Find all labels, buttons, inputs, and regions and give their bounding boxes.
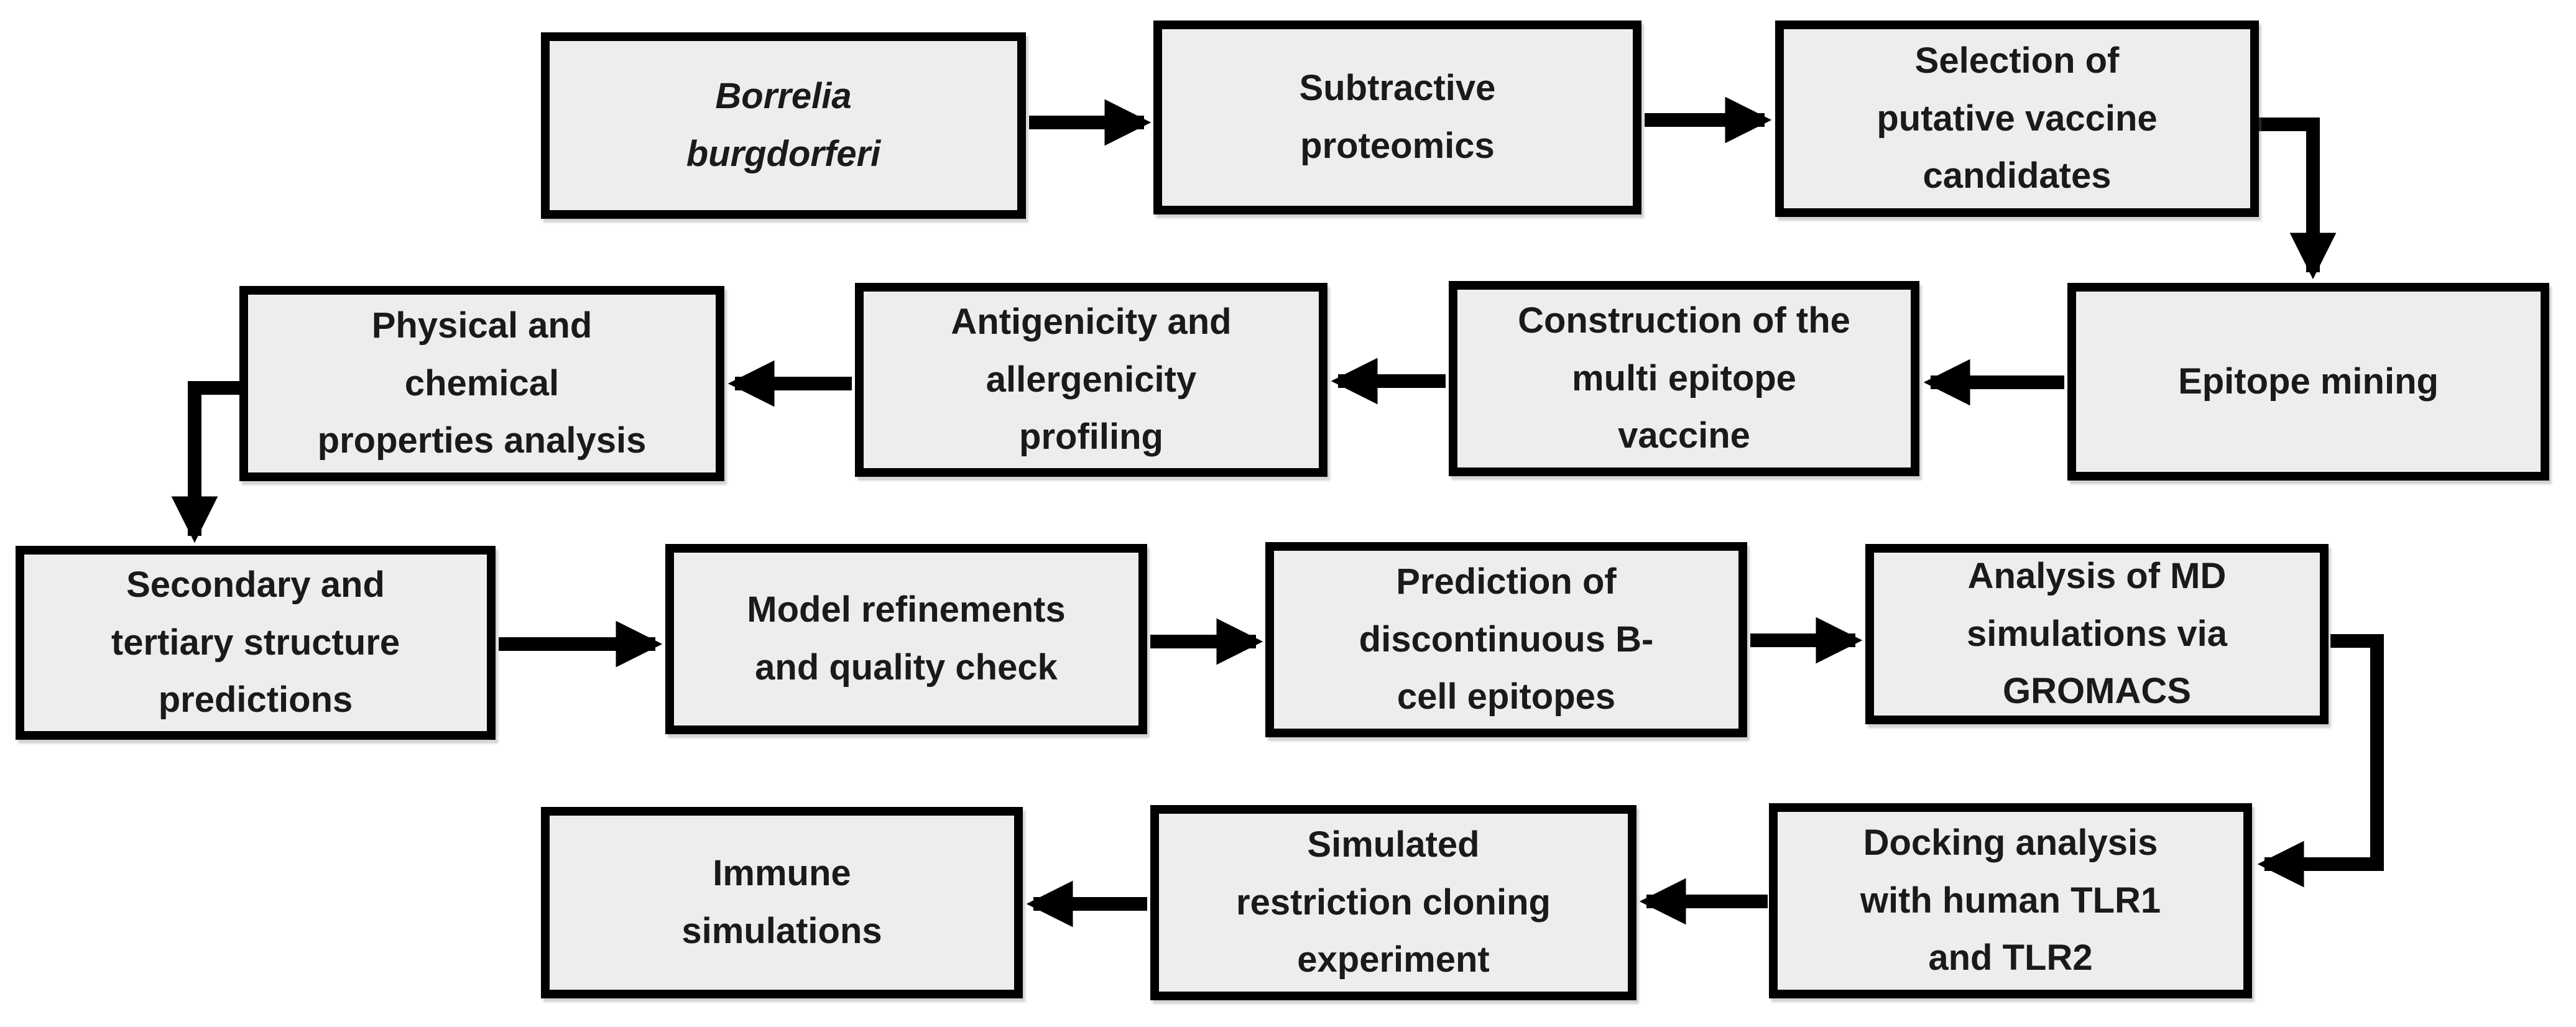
flow-node-label: Immune simulations [681, 853, 882, 951]
arrow-selection-to-epitope-mining [2257, 117, 2337, 280]
flow-node-label: Secondary and tertiary structure predict… [111, 564, 400, 721]
flow-node-subtractive-proteomics: Subtractive proteomics [1153, 21, 1641, 214]
flow-node-selection-of-candidates: Selection of putative vaccine candidates [1775, 21, 2259, 217]
flow-node-model-refinements: Model refinements and quality check [665, 544, 1147, 734]
flow-node-label: Physical and chemical properties analysi… [317, 305, 647, 461]
flow-node-antigenicity-allergenicity: Antigenicity and allergenicity profiling [855, 283, 1327, 477]
flow-node-epitope-mining: Epitope mining [2067, 283, 2549, 481]
flow-node-immune-simulations: Immune simulations [541, 807, 1023, 998]
flow-node-label: Antigenicity and allergenicity profiling [951, 301, 1232, 458]
flow-node-label: Model refinements and quality check [747, 589, 1066, 688]
flow-node-physical-chemical: Physical and chemical properties analysi… [239, 286, 724, 481]
flow-node-secondary-tertiary: Secondary and tertiary structure predict… [16, 546, 496, 740]
flow-node-simulated-cloning: Simulated restriction cloning experiment [1150, 805, 1637, 1000]
flow-node-label: Construction of the multi epitope vaccin… [1518, 300, 1850, 456]
flow-node-label: Borrelia burgdorferi [686, 76, 881, 174]
arrow-physical-to-secondary [171, 381, 244, 543]
flow-node-label: Analysis of MD simulations via GROMACS [1966, 555, 2228, 712]
flow-node-label: Prediction of discontinuous B- cell epit… [1359, 561, 1654, 717]
flow-node-docking-tlr: Docking analysis with human TLR1 and TLR… [1769, 803, 2252, 998]
flow-node-borrelia-burgdorferi: Borrelia burgdorferi [541, 32, 1026, 219]
flow-node-label: Selection of putative vaccine candidates [1877, 40, 2158, 196]
flow-node-md-gromacs: Analysis of MD simulations via GROMACS [1865, 544, 2329, 724]
flow-node-label: Docking analysis with human TLR1 and TLR… [1860, 822, 2161, 979]
flow-node-construction-of-vaccine: Construction of the multi epitope vaccin… [1449, 281, 1919, 476]
flow-node-label: Subtractive proteomics [1299, 68, 1496, 166]
flow-node-label: Simulated restriction cloning experiment [1236, 824, 1551, 980]
flow-node-prediction-b-cell: Prediction of discontinuous B- cell epit… [1265, 542, 1747, 737]
flow-node-label: Epitope mining [2178, 361, 2439, 402]
